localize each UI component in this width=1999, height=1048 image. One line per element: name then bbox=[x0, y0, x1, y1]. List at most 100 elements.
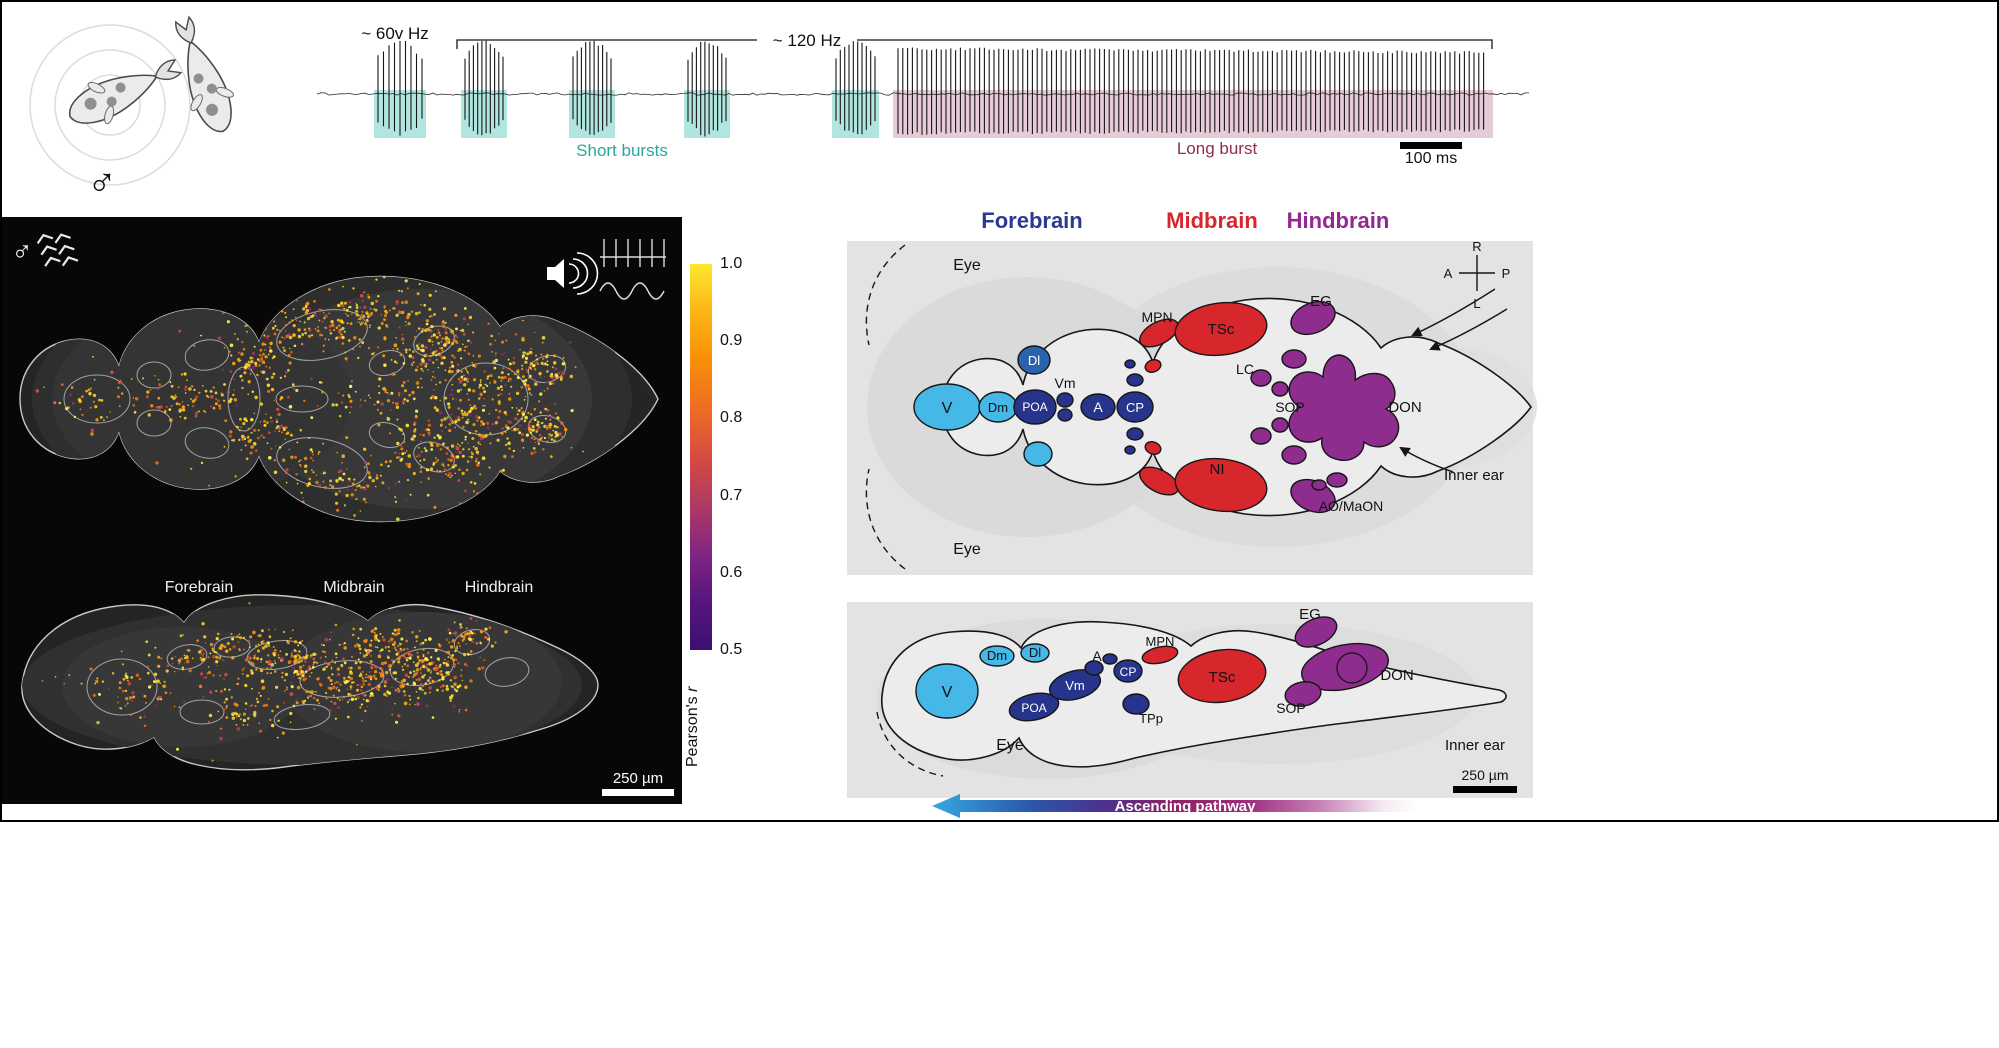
activity-dot bbox=[188, 387, 192, 391]
activity-dot bbox=[342, 285, 344, 288]
activity-dot bbox=[410, 310, 414, 313]
activity-dot bbox=[247, 439, 252, 444]
activity-dot bbox=[374, 627, 378, 631]
activity-dot bbox=[405, 450, 408, 452]
activity-dot bbox=[552, 429, 555, 432]
activity-dot bbox=[520, 367, 524, 371]
activity-dot bbox=[410, 437, 414, 441]
region-outline bbox=[179, 699, 225, 725]
activity-dot bbox=[554, 403, 556, 405]
activity-dot bbox=[287, 660, 292, 664]
activity-dot bbox=[398, 619, 401, 622]
activity-dot bbox=[259, 729, 263, 733]
activity-dot bbox=[521, 417, 523, 420]
activity-dot bbox=[467, 448, 471, 451]
activity-dot bbox=[366, 462, 370, 466]
activity-dot bbox=[245, 363, 249, 366]
activity-dot bbox=[215, 660, 219, 664]
activity-dot bbox=[171, 662, 174, 665]
activity-dot bbox=[248, 382, 250, 385]
activity-dot bbox=[303, 399, 306, 402]
activity-dot bbox=[284, 672, 289, 677]
activity-dot bbox=[282, 458, 286, 462]
activity-dot bbox=[436, 657, 440, 661]
activity-dot bbox=[359, 510, 362, 512]
activity-dot bbox=[265, 660, 269, 664]
activity-dot bbox=[233, 389, 235, 391]
region-blob bbox=[1124, 445, 1136, 455]
activity-dot bbox=[217, 336, 222, 341]
activity-dot bbox=[468, 637, 472, 642]
region-blob bbox=[1017, 345, 1051, 375]
activity-dot bbox=[363, 460, 368, 464]
activity-dot bbox=[497, 394, 500, 397]
activity-dot bbox=[418, 630, 421, 632]
activity-dot bbox=[369, 324, 371, 327]
activity-dot bbox=[288, 335, 293, 340]
activity-dot bbox=[284, 330, 287, 332]
activity-dot bbox=[268, 431, 271, 434]
activity-dot bbox=[398, 480, 400, 483]
activity-dot bbox=[120, 650, 123, 653]
activity-dot bbox=[383, 692, 387, 696]
activity-dot bbox=[448, 472, 452, 476]
activity-dot bbox=[508, 397, 512, 401]
activity-dot bbox=[473, 641, 476, 644]
activity-dot bbox=[264, 644, 268, 648]
activity-dot bbox=[429, 678, 433, 682]
activity-dot bbox=[377, 346, 380, 349]
activity-dot bbox=[403, 701, 408, 706]
activity-dot bbox=[437, 331, 441, 334]
activity-dot bbox=[438, 411, 443, 415]
activity-dot bbox=[533, 407, 537, 411]
activity-dot bbox=[452, 455, 455, 458]
activity-dot bbox=[398, 326, 401, 329]
activity-dot bbox=[348, 301, 352, 304]
activity-dot bbox=[215, 398, 218, 401]
activity-dot bbox=[379, 674, 384, 678]
activity-dot bbox=[471, 640, 474, 643]
activity-dot bbox=[257, 643, 260, 646]
activity-dot bbox=[118, 405, 121, 408]
activity-dot bbox=[328, 288, 331, 291]
activity-dot bbox=[408, 348, 411, 351]
activity-dot bbox=[456, 369, 459, 372]
activity-dot bbox=[427, 494, 429, 496]
colorbar-tick-label: 0.5 bbox=[720, 641, 743, 658]
activity-dot bbox=[415, 330, 418, 332]
activity-dot bbox=[479, 424, 482, 427]
activity-dot bbox=[312, 696, 316, 700]
activity-dot bbox=[535, 430, 538, 433]
activity-dot bbox=[422, 370, 424, 372]
activity-dot bbox=[345, 308, 349, 312]
activity-dot bbox=[199, 656, 202, 659]
activity-dot bbox=[432, 350, 436, 354]
activity-dot bbox=[411, 390, 415, 395]
activity-dot bbox=[260, 640, 264, 644]
activity-dot bbox=[416, 696, 420, 700]
activity-dot bbox=[360, 689, 362, 692]
activity-dot bbox=[359, 306, 362, 309]
activity-dot bbox=[268, 353, 270, 356]
activity-dot bbox=[370, 639, 373, 642]
activity-dot bbox=[379, 649, 382, 653]
activity-dot bbox=[290, 455, 294, 459]
activity-dot bbox=[204, 389, 208, 393]
activity-dot bbox=[312, 657, 316, 661]
activity-dot bbox=[304, 305, 308, 309]
activity-dot bbox=[314, 690, 316, 693]
activity-dot bbox=[350, 312, 353, 316]
activity-dot bbox=[404, 300, 409, 304]
activity-dot bbox=[407, 465, 411, 469]
activity-dot bbox=[338, 490, 341, 493]
activity-dot bbox=[317, 450, 321, 454]
activity-dot bbox=[401, 301, 404, 304]
activity-dot bbox=[418, 687, 422, 691]
activity-dot bbox=[351, 633, 355, 637]
activity-dot bbox=[267, 654, 270, 657]
activity-dot bbox=[388, 486, 391, 490]
activity-dot bbox=[324, 338, 327, 340]
activity-dot bbox=[508, 393, 511, 395]
region-label-a: A bbox=[1092, 648, 1102, 664]
activity-dot bbox=[466, 293, 471, 297]
